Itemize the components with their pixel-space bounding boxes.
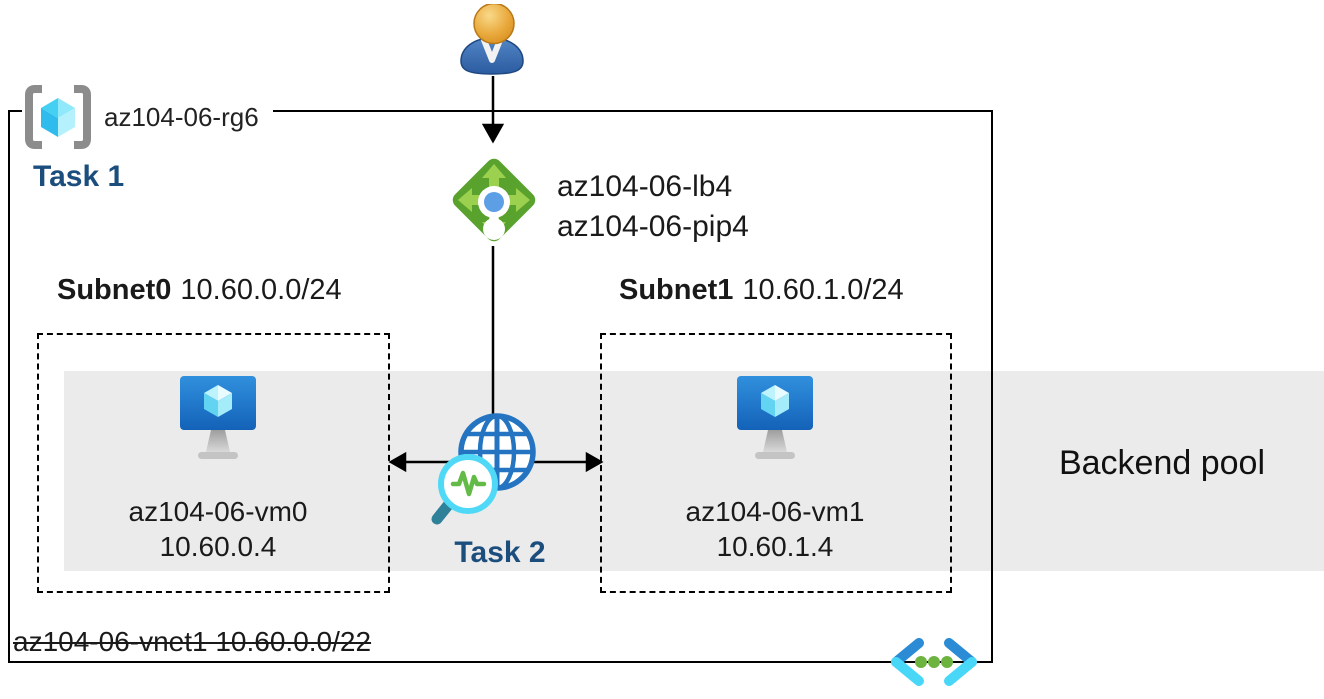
pulse-line bbox=[450, 470, 487, 497]
subnet1-name: Subnet1 bbox=[619, 274, 734, 306]
resource-group-boundary bbox=[8, 110, 993, 663]
load-balancer-icon bbox=[452, 158, 536, 242]
vm0-ip: 10.60.0.4 bbox=[159, 531, 277, 562]
backend-pool-label: Backend pool bbox=[1058, 444, 1266, 482]
vm0-name: az104-06-vm0 bbox=[128, 496, 308, 527]
vnet-label: az104-06-vnet1 10.60.0.0/22 bbox=[13, 626, 372, 657]
virtual-machine-icon bbox=[180, 376, 256, 459]
resource-group-name: az104-06-rg6 bbox=[104, 101, 259, 132]
virtual-machine-icon bbox=[737, 376, 813, 459]
magnifier-handle bbox=[431, 498, 455, 525]
load-balancer-name: az104-06-lb4 bbox=[557, 170, 733, 203]
vm1-label: az104-06-vm1 10.60.1.4 bbox=[650, 494, 900, 564]
health-probe-globe-icon bbox=[431, 413, 536, 525]
subnet1-cidr: 10.60.1.0/24 bbox=[742, 274, 904, 306]
subnet0-cidr: 10.60.0.0/24 bbox=[180, 274, 342, 306]
user-icon bbox=[460, 4, 524, 75]
subnet0-name: Subnet0 bbox=[57, 274, 172, 306]
resource-group-icon bbox=[25, 85, 91, 149]
resource-group-label: az104-06-rg6 bbox=[22, 84, 273, 150]
vm0-label: az104-06-vm0 10.60.0.4 bbox=[93, 494, 343, 564]
load-balancer-labels: az104-06-lb4 az104-06-pip4 bbox=[557, 167, 749, 247]
public-ip-name: az104-06-pip4 bbox=[557, 210, 749, 243]
vm1-ip: 10.60.1.4 bbox=[716, 531, 834, 562]
code-brackets-icon bbox=[891, 638, 977, 686]
task2-label: Task 2 bbox=[454, 536, 546, 569]
task1-label: Task 1 bbox=[33, 160, 125, 193]
vm1-name: az104-06-vm1 bbox=[685, 496, 865, 527]
backend-pool-band bbox=[64, 371, 1324, 571]
